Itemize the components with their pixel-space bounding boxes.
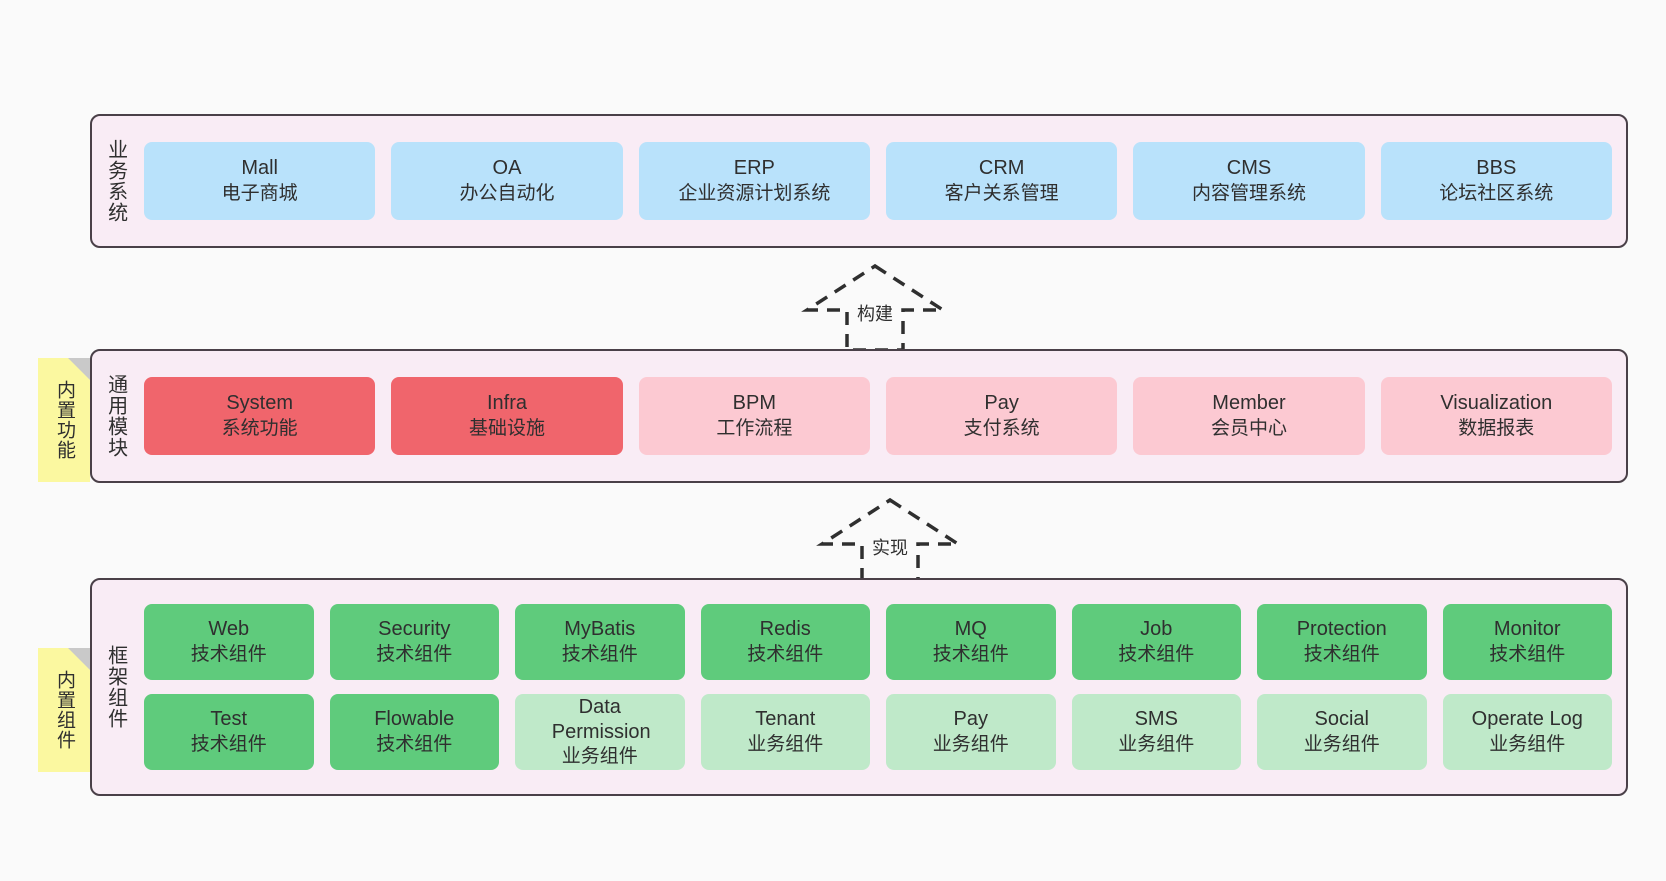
connector-build: 构建 — [800, 262, 950, 352]
layer-title-business-systems: 业务系统 — [104, 139, 127, 223]
card-oa[interactable]: OA 办公自动化 — [391, 142, 623, 220]
card-mq[interactable]: MQ 技术组件 — [886, 604, 1056, 680]
card-row: Test 技术组件 Flowable 技术组件 Data Permission … — [144, 694, 1612, 770]
card-security[interactable]: Security 技术组件 — [329, 604, 499, 680]
card-mall[interactable]: Mall 电子商城 — [144, 142, 376, 220]
card-mybatis[interactable]: MyBatis 技术组件 — [515, 604, 685, 680]
card-data-permission[interactable]: Data Permission 业务组件 — [515, 694, 685, 770]
card-redis[interactable]: Redis 技术组件 — [700, 604, 870, 680]
card-erp[interactable]: ERP 企业资源计划系统 — [638, 142, 870, 220]
layer-common-modules: 通用模块 System 系统功能 Infra 基础设施 BPM 工作流程 Pay… — [90, 349, 1628, 483]
card-web[interactable]: Web 技术组件 — [144, 604, 314, 680]
note-builtin-components-label: 内置组件 — [54, 670, 76, 750]
card-operate-log[interactable]: Operate Log 业务组件 — [1442, 694, 1612, 770]
card-sms[interactable]: SMS 业务组件 — [1071, 694, 1241, 770]
note-fold-corner-icon — [68, 648, 90, 670]
layer-framework-components: 框架组件 Web 技术组件 Security 技术组件 MyBatis 技术组件… — [90, 578, 1628, 796]
connector-build-label: 构建 — [857, 304, 893, 324]
card-flowable[interactable]: Flowable 技术组件 — [329, 694, 499, 770]
card-monitor[interactable]: Monitor 技术组件 — [1442, 604, 1612, 680]
card-crm[interactable]: CRM 客户关系管理 — [885, 142, 1118, 220]
card-system[interactable]: System 系统功能 — [144, 377, 376, 455]
note-builtin-features-label: 内置功能 — [54, 380, 76, 460]
card-infra[interactable]: Infra 基础设施 — [391, 377, 623, 455]
connector-implement-label: 实现 — [872, 538, 908, 558]
card-bbs[interactable]: BBS 论坛社区系统 — [1380, 142, 1612, 220]
layer-body-business-systems: Mall 电子商城 OA 办公自动化 ERP 企业资源计划系统 CRM 客户关系… — [138, 116, 1626, 246]
note-builtin-features: 内置功能 — [38, 358, 90, 482]
card-protection[interactable]: Protection 技术组件 — [1257, 604, 1427, 680]
card-row: Mall 电子商城 OA 办公自动化 ERP 企业资源计划系统 CRM 客户关系… — [144, 142, 1612, 220]
card-row: System 系统功能 Infra 基础设施 BPM 工作流程 Pay 支付系统… — [144, 377, 1612, 455]
layer-body-common-modules: System 系统功能 Infra 基础设施 BPM 工作流程 Pay 支付系统… — [138, 351, 1626, 481]
card-member[interactable]: Member 会员中心 — [1133, 377, 1365, 455]
card-bpm[interactable]: BPM 工作流程 — [638, 377, 870, 455]
layer-title-framework-components: 框架组件 — [104, 645, 127, 729]
layer-business-systems: 业务系统 Mall 电子商城 OA 办公自动化 ERP 企业资源计划系统 CRM… — [90, 114, 1628, 248]
card-row: Web 技术组件 Security 技术组件 MyBatis 技术组件 Redi… — [144, 604, 1612, 680]
card-job[interactable]: Job 技术组件 — [1071, 604, 1241, 680]
layer-title-common-modules: 通用模块 — [104, 374, 127, 458]
card-pay-business[interactable]: Pay 业务组件 — [886, 694, 1056, 770]
card-cms[interactable]: CMS 内容管理系统 — [1133, 142, 1365, 220]
layer-body-framework-components: Web 技术组件 Security 技术组件 MyBatis 技术组件 Redi… — [138, 580, 1626, 794]
note-builtin-components: 内置组件 — [38, 648, 90, 772]
card-pay[interactable]: Pay 支付系统 — [885, 377, 1118, 455]
card-social[interactable]: Social 业务组件 — [1257, 694, 1427, 770]
note-fold-corner-icon — [68, 358, 90, 380]
card-tenant[interactable]: Tenant 业务组件 — [700, 694, 870, 770]
card-visualization[interactable]: Visualization 数据报表 — [1380, 377, 1612, 455]
connector-implement: 实现 — [815, 496, 965, 586]
card-test[interactable]: Test 技术组件 — [144, 694, 314, 770]
